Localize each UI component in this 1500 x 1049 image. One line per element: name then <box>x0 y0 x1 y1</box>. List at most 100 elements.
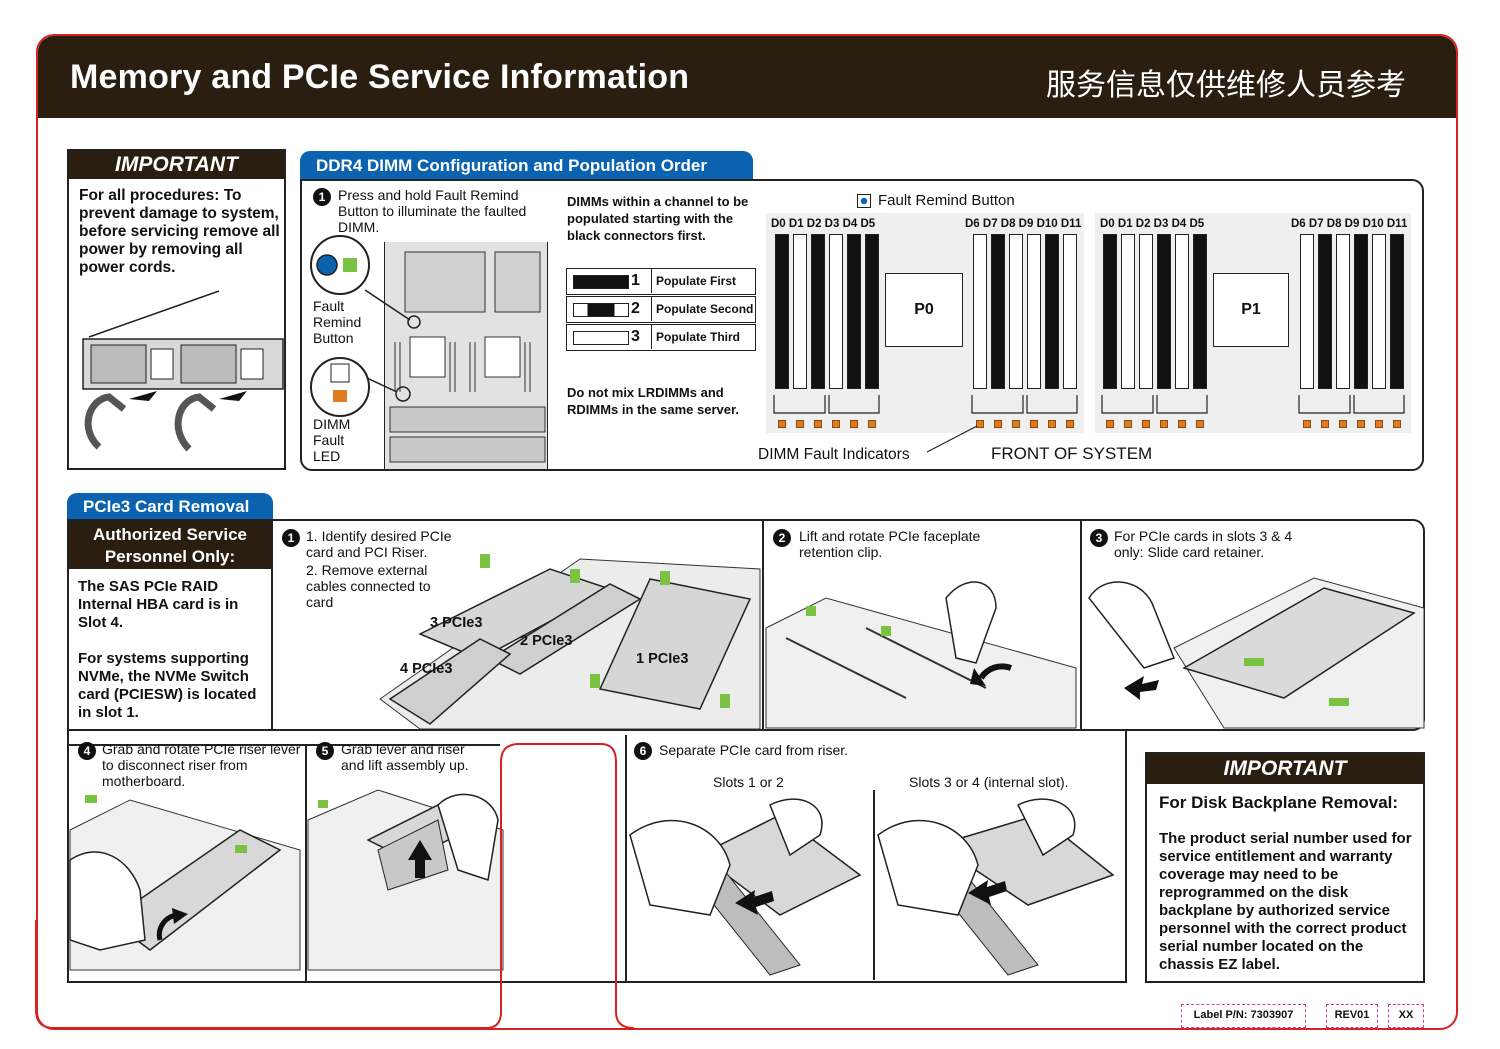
pcie-step-5-text: Grab lever and riser and lift assembly u… <box>341 741 469 773</box>
dimm-fault-led <box>1321 420 1329 428</box>
pcie-divider-2 <box>1080 521 1082 729</box>
separate-card-slots-1-2 <box>629 798 862 976</box>
pcie-divider-1 <box>762 521 764 729</box>
dimm-slot <box>1103 234 1117 389</box>
pcie-step-4-text: Grab and rotate PCIe riser lever to disc… <box>102 741 301 789</box>
revision-label: REV01 <box>1326 1004 1378 1028</box>
dimm-fault-led <box>796 420 804 428</box>
processor-p1: P1 <box>1213 273 1289 347</box>
legend-num-first: 1 <box>631 272 640 289</box>
legend-label-first: Populate First <box>651 269 736 293</box>
slots-3-4-label: Slots 3 or 4 (internal slot). <box>909 774 1069 790</box>
population-legend: 1 Populate First 2 Populate Second 3 Pop… <box>566 268 756 352</box>
legend-populate-first: 1 Populate First <box>566 268 756 295</box>
authorized-heading: Authorized Service Personnel Only: <box>69 521 271 569</box>
dimm-step-1-number: 1 <box>313 188 331 206</box>
step-divider-5-6 <box>625 735 627 981</box>
authorized-text-nvme: For systems supporting NVMe, the NVMe Sw… <box>78 650 257 721</box>
p1-left-dimm-labels: D0 D1 D2 D3 D4 D5 <box>1100 218 1205 230</box>
processor-p0: P0 <box>885 273 963 347</box>
dimm-slot <box>1063 234 1077 389</box>
fault-remind-button-label: Fault Remind Button <box>313 298 362 346</box>
riser-lever-illustration <box>69 795 301 971</box>
dimm-fault-led <box>1124 420 1132 428</box>
pcie-step-6-text: Separate PCIe card from riser. <box>659 742 849 758</box>
important-bottom-heading: IMPORTANT <box>1147 754 1423 784</box>
dimm-fault-led <box>1393 420 1401 428</box>
pcie-section-tab: PCIe3 Card Removal <box>67 493 273 520</box>
pcie-step-1b-text: 2. Remove external cables connected to c… <box>306 562 431 610</box>
slot-label-4: 4 PCIe3 <box>400 661 453 677</box>
dimm-fault-led-label: DIMM Fault LED <box>313 416 351 464</box>
dimm-slot <box>1372 234 1386 389</box>
dimm-slot <box>775 234 789 389</box>
slot-label-3: 3 PCIe3 <box>430 615 483 631</box>
slots-1-2-label: Slots 1 or 2 <box>713 774 784 790</box>
dimm-slot <box>1045 234 1059 389</box>
dimm-slot <box>1139 234 1153 389</box>
p0-right-dimm-labels: D6 D7 D8 D9 D10 D11 <box>965 218 1082 230</box>
fault-remind-key-icon <box>857 194 871 208</box>
slot-label-1: 1 PCIe3 <box>636 651 689 667</box>
channel-bracket <box>1298 395 1405 414</box>
legend-swatch-second <box>573 303 629 317</box>
legend-num-third: 3 <box>631 328 640 345</box>
important-top-text: For all procedures: To prevent damage to… <box>79 187 280 276</box>
legend-label-third: Populate Third <box>651 325 740 349</box>
legend-label-second: Populate Second <box>651 297 753 321</box>
dimm-slot <box>1027 234 1041 389</box>
pcie-risers-illustration <box>379 554 761 730</box>
callout-lines <box>364 289 421 402</box>
dimm-slot <box>1354 234 1368 389</box>
dimm-fault-led <box>1178 420 1186 428</box>
important-bottom-box: IMPORTANT For Disk Backplane Removal: Th… <box>1145 752 1425 983</box>
dimm-fault-led <box>778 420 786 428</box>
p0-left-dimm-labels: D0 D1 D2 D3 D4 D5 <box>771 218 876 230</box>
legend-swatch-first <box>573 275 629 289</box>
dimm-slot <box>1193 234 1207 389</box>
dimm-slot <box>1318 234 1332 389</box>
mix-note: Do not mix LRDIMMs and RDIMMs in the sam… <box>567 385 739 417</box>
dimm-fault-led <box>1357 420 1365 428</box>
pcie-step-2-number: 2 <box>773 529 791 547</box>
important-bottom-text: The product serial number used for servi… <box>1159 830 1412 973</box>
retention-clip-illustration <box>765 581 1077 729</box>
dimm-slot <box>1157 234 1171 389</box>
pcie-step-3-text: For PCIe cards in slots 3 & 4 only: Slid… <box>1114 528 1293 560</box>
legend-populate-second: 2 Populate Second <box>566 296 756 323</box>
page-title: Memory and PCIe Service Information <box>70 58 690 96</box>
pcie-step-1a-text: 1. Identify desired PCIe card and PCI Ri… <box>306 528 452 560</box>
legend-swatch-third <box>573 331 629 345</box>
lift-riser-illustration <box>307 789 504 971</box>
channel-bracket <box>773 395 880 414</box>
dimm-slot <box>1336 234 1350 389</box>
dimm-fault-led <box>1196 420 1204 428</box>
dimm-fault-led <box>976 420 984 428</box>
page-header: Memory and PCIe Service Information 服务信息… <box>38 36 1456 118</box>
important-top-heading: IMPORTANT <box>69 151 284 179</box>
dimm-fault-led <box>1339 420 1347 428</box>
dimm-fault-led <box>1030 420 1038 428</box>
dimm-slot <box>1121 234 1135 389</box>
dimm-fault-led <box>1066 420 1074 428</box>
step-divider-4-5 <box>305 744 307 981</box>
xx-label: XX <box>1388 1004 1424 1028</box>
red-cut-outline <box>35 743 635 1029</box>
dimm-slot <box>1175 234 1189 389</box>
dimm-step-1-text: Press and hold Fault Remind Button to il… <box>338 187 527 235</box>
dimm-fault-led <box>1303 420 1311 428</box>
steps-top-line <box>67 744 500 746</box>
dimm-slot <box>973 234 987 389</box>
dimm-fault-led <box>832 420 840 428</box>
pcie-step-1-number: 1 <box>282 529 300 547</box>
dimm-fault-led <box>1048 420 1056 428</box>
pcie-step-5-number: 5 <box>316 742 334 760</box>
front-of-system-label: FRONT OF SYSTEM <box>991 444 1153 463</box>
dimm-fault-led <box>868 420 876 428</box>
dimm-fault-led <box>850 420 858 428</box>
p1-right-dimm-labels: D6 D7 D8 D9 D10 D11 <box>1291 218 1408 230</box>
page-border <box>36 34 1458 1030</box>
channel-bracket <box>1101 395 1208 414</box>
dimm-fault-led <box>1142 420 1150 428</box>
dimm-fault-indicator-leader <box>926 425 978 453</box>
